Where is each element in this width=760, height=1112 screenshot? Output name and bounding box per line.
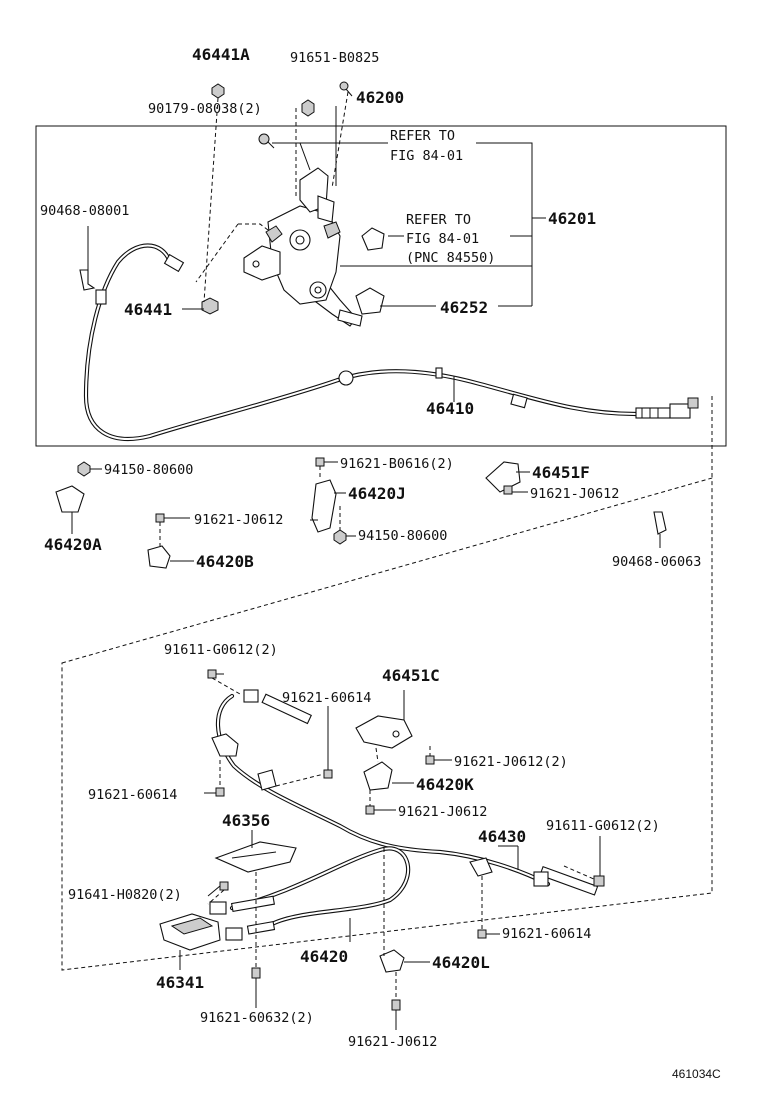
bracket-46451C (355, 715, 413, 749)
label-46420A: 46420A (44, 535, 102, 554)
label-46252: 46252 (440, 298, 488, 317)
upper-assembly-frame (35, 125, 727, 447)
label-91621-60614-a: 91621-60614 (282, 690, 371, 706)
label-46451C: 46451C (382, 666, 440, 685)
label-90468-08001: 90468-08001 (40, 203, 129, 219)
label-91651-B0825: 91651-B0825 (290, 50, 379, 66)
label-46201: 46201 (548, 209, 596, 228)
label-94150-80600-a: 94150-80600 (104, 462, 193, 478)
label-fig-84-01-2: FIG 84-01 (406, 231, 479, 247)
label-91621-J0612-b: 91621-J0612 (194, 512, 283, 528)
bolt-91651-B0825 (339, 81, 353, 97)
label-94150-80600-b: 94150-80600 (358, 528, 447, 544)
lower-bolts (207, 669, 605, 1011)
bracket-46420K (363, 761, 393, 791)
label-46420: 46420 (300, 947, 348, 966)
label-refer-to-1: REFER TO (390, 128, 455, 144)
label-46341: 46341 (156, 973, 204, 992)
lower-leader-lines (179, 673, 601, 1030)
label-90468-06063: 90468-06063 (612, 554, 701, 570)
label-pnc-84550: (PNC 84550) (406, 250, 495, 266)
lower-assembly-frame (61, 477, 713, 971)
label-46410: 46410 (426, 399, 474, 418)
label-fig-84-01-1: FIG 84-01 (390, 148, 463, 164)
label-46420K: 46420K (416, 775, 474, 794)
label-46430: 46430 (478, 827, 526, 846)
label-91621-60614-c: 91621-60614 (502, 926, 591, 942)
cable-46410-front-segment (335, 369, 639, 417)
nut-46441 (201, 297, 219, 315)
label-91621-J0612-e: 91621-J0612 (348, 1034, 437, 1050)
middle-parts (55, 457, 667, 569)
label-91621-B0616: 91621-B0616(2) (340, 456, 454, 472)
clip-90468-08001 (79, 269, 96, 291)
label-46451F: 46451F (532, 463, 590, 482)
part-labels: 46441A 91651-B0825 46200 90179-08038(2) … (40, 45, 721, 1081)
bracket-refer-fig-84-01 (361, 227, 385, 251)
stopper-46252 (355, 287, 385, 315)
label-46441A: 46441A (192, 45, 250, 64)
label-91621-J0612-a: 91621-J0612 (530, 486, 619, 502)
label-91641-H0820: 91641-H0820(2) (68, 887, 182, 903)
label-46356: 46356 (222, 811, 270, 830)
label-refer-to-2: REFER TO (406, 212, 471, 228)
upper-leader-lines (87, 91, 713, 478)
label-90179-08038: 90179-08038(2) (148, 101, 262, 117)
label-91621-J0612-c: 91621-J0612(2) (454, 754, 568, 770)
label-46420B: 46420B (196, 552, 254, 571)
plate-46356 (214, 841, 297, 873)
rear-cable-ends (209, 689, 599, 941)
label-46420J: 46420J (348, 484, 406, 503)
label-91621-J0612-d: 91621-J0612 (398, 804, 487, 820)
label-91611-G0612-a: 91611-G0612(2) (164, 642, 278, 658)
drawing-number: 461034C (672, 1067, 721, 1081)
cable-46410-fittings (95, 253, 699, 419)
clip-46420L (379, 949, 405, 973)
label-46420L: 46420L (432, 953, 490, 972)
label-91611-G0612-b: 91611-G0612(2) (546, 818, 660, 834)
nut-46441A (211, 83, 225, 99)
label-46441: 46441 (124, 300, 172, 319)
label-91621-60632: 91621-60632(2) (200, 1010, 314, 1026)
pedal-assembly (243, 99, 363, 327)
label-46200: 46200 (356, 88, 404, 107)
label-91621-60614-b: 91621-60614 (88, 787, 177, 803)
